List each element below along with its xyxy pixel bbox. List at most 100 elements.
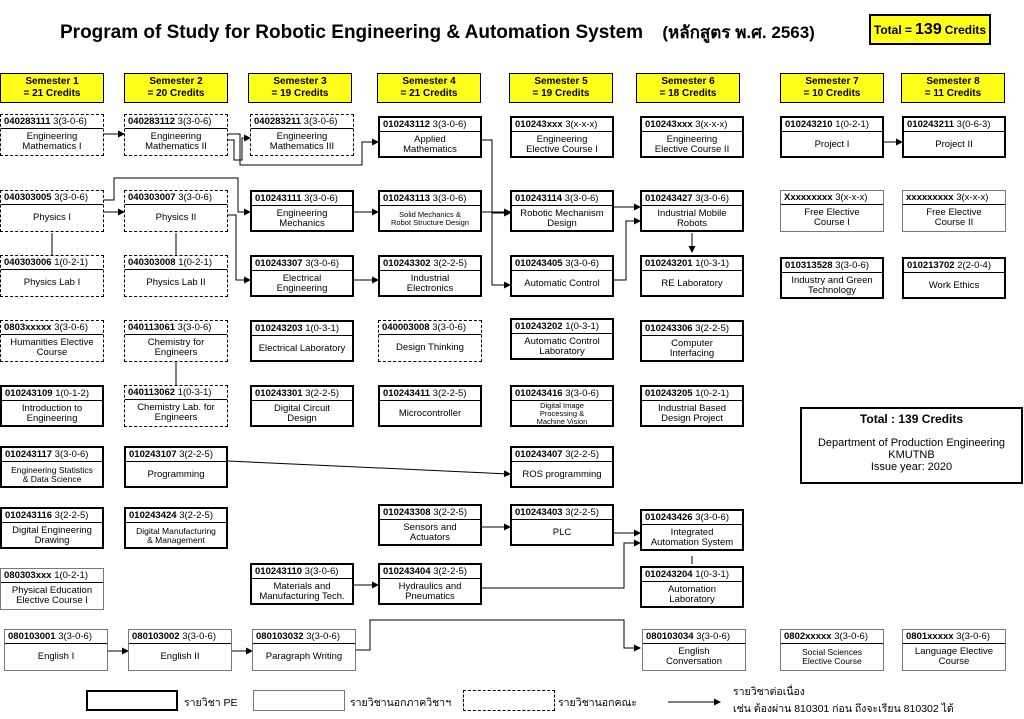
course-010243112[interactable]: 010243112 3(3-0-6)Applied Mathematics bbox=[378, 116, 482, 158]
semester-credits: = 21 Credits bbox=[400, 88, 458, 99]
course-free-elective-2[interactable]: xxxxxxxxx 3(x-x-x)Free Elective Course I… bbox=[902, 190, 1006, 232]
course-code: 040283111 3(3-0-6) bbox=[1, 115, 103, 129]
course-name: Industrial Electronics bbox=[406, 272, 454, 294]
legend-outside-faculty-label: รายวิชานอกคณะ bbox=[558, 697, 637, 709]
course-code: 080103034 3(3-0-6) bbox=[643, 630, 745, 644]
course-010243203[interactable]: 010243203 1(0-3-1)Electrical Laboratory bbox=[250, 320, 354, 362]
course-010243xxx-elective-1[interactable]: 010243xxx 3(x-x-x)Engineering Elective C… bbox=[510, 116, 614, 158]
course-010243301[interactable]: 010243301 3(2-2-5)Digital Circuit Design bbox=[250, 385, 354, 427]
course-010243306[interactable]: 010243306 3(2-2-5)Computer Interfacing bbox=[640, 320, 744, 362]
course-010243117[interactable]: 010243117 3(3-0-6)Engineering Statistics… bbox=[0, 446, 104, 488]
course-code: 0802xxxxx 3(3-0-6) bbox=[781, 630, 883, 644]
course-010243427[interactable]: 010243427 3(3-0-6)Industrial Mobile Robo… bbox=[640, 190, 744, 232]
course-040113062[interactable]: 040113062 1(0-3-1)Chemistry Lab. for Eng… bbox=[124, 385, 228, 427]
course-010243426[interactable]: 010243426 3(3-0-6)Integrated Automation … bbox=[640, 509, 744, 551]
course-code: 010243407 3(2-2-5) bbox=[512, 448, 612, 462]
course-name: Digital Image Processing & Machine Visio… bbox=[536, 400, 588, 426]
course-name: Industrial Mobile Robots bbox=[657, 207, 727, 229]
course-010243116[interactable]: 010243116 3(2-2-5)Digital Engineering Dr… bbox=[0, 507, 104, 549]
course-080103032[interactable]: 080103032 3(3-0-6)Paragraph Writing bbox=[252, 629, 356, 671]
course-code: 010243210 1(0-2-1) bbox=[782, 118, 882, 132]
semester-label: Semester 5 bbox=[534, 76, 588, 87]
course-040003008[interactable]: 040003008 3(3-0-6)Design Thinking bbox=[378, 320, 482, 362]
course-010243416[interactable]: 010243416 3(3-0-6)Digital Image Processi… bbox=[510, 385, 614, 427]
info-university: KMUTNB bbox=[888, 449, 935, 461]
course-040283211[interactable]: 040283211 3(3-0-6)Engineering Mathematic… bbox=[250, 114, 354, 156]
course-010213702[interactable]: 010213702 2(2-0-4)Work Ethics bbox=[902, 257, 1006, 299]
course-080103034[interactable]: 080103034 3(3-0-6)English Conversation bbox=[642, 629, 746, 671]
semester-label: Semester 4 bbox=[402, 76, 456, 87]
course-name: Sensors and Actuators bbox=[403, 521, 457, 543]
legend-prereq-line2: เช่น ต้องผ่าน 810301 ก่อน ถึงจะเรียน 810… bbox=[733, 703, 954, 715]
course-name: Engineering Mathematics III bbox=[269, 130, 335, 152]
semester-1-header: Semester 1= 21 Credits bbox=[0, 73, 104, 103]
title-thai: (หลักสูตร พ.ศ. 2563) bbox=[662, 23, 815, 42]
course-0802xxxxx[interactable]: 0802xxxxx 3(3-0-6)Social Sciences Electi… bbox=[780, 629, 884, 671]
course-010243107[interactable]: 010243107 3(2-2-5)Programming bbox=[124, 446, 228, 488]
course-080303xxx[interactable]: 080303xxx 1(0-2-1)Physical Education Ele… bbox=[0, 568, 104, 610]
course-010243307[interactable]: 010243307 3(3-0-6)Electrical Engineering bbox=[250, 255, 354, 297]
course-name: Robotic Mechanism Design bbox=[520, 207, 604, 229]
course-010313528[interactable]: 010313528 3(3-0-6)Industry and Green Tec… bbox=[780, 257, 884, 299]
semester-credits: = 18 Credits bbox=[659, 88, 717, 99]
course-name: Digital Engineering Drawing bbox=[12, 524, 92, 546]
course-free-elective-1[interactable]: Xxxxxxxxx 3(x-x-x)Free Elective Course I bbox=[780, 190, 884, 232]
course-name: Programming bbox=[147, 468, 205, 480]
semester-6-header: Semester 6= 18 Credits bbox=[636, 73, 740, 103]
course-010243xxx-elective-2[interactable]: 010243xxx 3(x-x-x)Engineering Elective C… bbox=[640, 116, 744, 158]
course-0801xxxxx[interactable]: 0801xxxxx 3(3-0-6)Language Elective Cour… bbox=[902, 629, 1006, 671]
course-010243403[interactable]: 010243403 3(2-2-5) PLC bbox=[510, 504, 614, 546]
semester-7-header: Semester 7= 10 Credits bbox=[780, 73, 884, 103]
course-code: 010243202 1(0-3-1) bbox=[512, 320, 612, 334]
course-010243114[interactable]: 010243114 3(3-0-6)Robotic Mechanism Desi… bbox=[510, 190, 614, 232]
course-010243113[interactable]: 010243113 3(3-0-6)Solid Mechanics & Robo… bbox=[378, 190, 482, 232]
course-code: 080103001 3(3-0-6) bbox=[5, 630, 107, 644]
course-040303005[interactable]: 040303005 3(3-0-6)Physics I bbox=[0, 190, 104, 232]
course-010243211[interactable]: 010243211 3(0-6-3)Project II bbox=[902, 116, 1006, 158]
course-010243404[interactable]: 010243404 3(2-2-5)Hydraulics and Pneumat… bbox=[378, 563, 482, 605]
course-010243407[interactable]: 010243407 3(2-2-5)ROS programming bbox=[510, 446, 614, 488]
course-code: 040283211 3(3-0-6) bbox=[251, 115, 353, 129]
arrow-hydraulic-integrated bbox=[482, 539, 641, 589]
course-040113061[interactable]: 040113061 3(3-0-6)Chemistry for Engineer… bbox=[124, 320, 228, 362]
course-code: 010243111 3(3-0-6) bbox=[252, 192, 352, 206]
course-010243308[interactable]: 010243308 3(2-2-5)Sensors and Actuators bbox=[378, 504, 482, 546]
course-name: Physical Education Elective Course I bbox=[11, 584, 93, 606]
course-010243411[interactable]: 010243411 3(2-2-5)Microcontroller bbox=[378, 385, 482, 427]
course-code: 010243211 3(0-6-3) bbox=[904, 118, 1004, 132]
page-title: Program of Study for Robotic Engineering… bbox=[60, 19, 815, 46]
course-name: Electrical Engineering bbox=[276, 272, 328, 294]
course-010243205[interactable]: 010243205 1(0-2-1)Industrial Based Desig… bbox=[640, 385, 744, 427]
semester-credits: = 20 Credits bbox=[147, 88, 205, 99]
course-name: Automation Laboratory bbox=[667, 583, 717, 605]
course-040303008[interactable]: 040303008 1(0-2-1)Physics Lab II bbox=[124, 255, 228, 297]
course-010243204[interactable]: 010243204 1(0-3-1)Automation Laboratory bbox=[640, 566, 744, 608]
course-010243201[interactable]: 010243201 1(0-3-1)RE Laboratory bbox=[640, 255, 744, 297]
course-code: 080303xxx 1(0-2-1) bbox=[1, 569, 103, 583]
total-number: 139 bbox=[915, 20, 942, 38]
semester-credits: = 10 Credits bbox=[803, 88, 861, 99]
course-080103001[interactable]: 080103001 3(3-0-6)English I bbox=[4, 629, 108, 671]
course-040303006[interactable]: 040303006 1(0-2-1)Physics Lab I bbox=[0, 255, 104, 297]
course-0803xxxxx[interactable]: 0803xxxxx 3(3-0-6)Humanities Elective Co… bbox=[0, 320, 104, 362]
course-010243302[interactable]: 010243302 3(2-2-5)Industrial Electronics bbox=[378, 255, 482, 297]
course-name: Digital Manufacturing & Management bbox=[136, 525, 216, 545]
course-code: 010243xxx 3(x-x-x) bbox=[642, 118, 742, 132]
course-080103002[interactable]: 080103002 3(3-0-6)English II bbox=[128, 629, 232, 671]
course-040283112[interactable]: 040283112 3(3-0-6)Engineering Mathematic… bbox=[124, 114, 228, 156]
course-010243111[interactable]: 010243111 3(3-0-6)Engineering Mechanics bbox=[250, 190, 354, 232]
course-010243424[interactable]: 010243424 3(2-2-5)Digital Manufacturing … bbox=[124, 507, 228, 549]
course-010243110[interactable]: 010243110 3(3-0-6)Materials and Manufact… bbox=[250, 563, 354, 605]
course-010243405[interactable]: 010243405 3(3-0-6)Automatic Control bbox=[510, 255, 614, 297]
course-010243109[interactable]: 010243109 1(0-1-2)Introduction to Engine… bbox=[0, 385, 104, 427]
course-code: 010243403 3(2-2-5) bbox=[512, 506, 612, 520]
course-010243210[interactable]: 010243210 1(0-2-1)Project I bbox=[780, 116, 884, 158]
course-name: Solid Mechanics & Robot Structure Design bbox=[391, 209, 469, 227]
course-name: Digital Circuit Design bbox=[274, 402, 330, 424]
course-name: Engineering Elective Course I bbox=[526, 133, 598, 155]
course-040283111[interactable]: 040283111 3(3-0-6)Engineering Mathematic… bbox=[0, 114, 104, 156]
course-010243202[interactable]: 010243202 1(0-3-1)Automatic Control Labo… bbox=[510, 318, 614, 360]
course-040303007[interactable]: 040303007 3(3-0-6)Physics II bbox=[124, 190, 228, 232]
course-name: PLC bbox=[552, 526, 572, 538]
course-name: Introduction to Engineering bbox=[21, 402, 83, 424]
